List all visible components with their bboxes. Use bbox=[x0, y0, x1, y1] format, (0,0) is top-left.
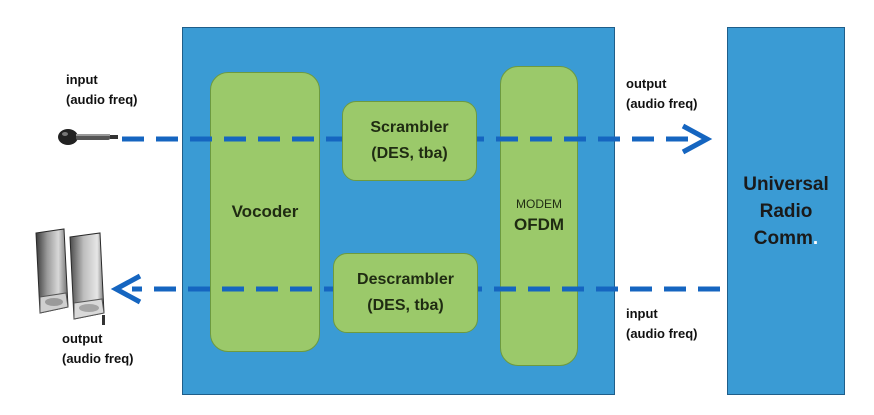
radio-label-dot: . bbox=[812, 227, 819, 249]
microphone-icon bbox=[58, 129, 118, 145]
descrambler-block: Descrambler (DES, tba) bbox=[333, 253, 478, 333]
output-bottom-label: output (audio freq) bbox=[62, 329, 134, 369]
input-bottom-label-line1: input bbox=[626, 306, 658, 321]
radio-label-line2: Radio bbox=[759, 200, 813, 222]
input-top-label-line2: (audio freq) bbox=[66, 92, 138, 107]
scrambler-label: Scrambler bbox=[370, 119, 449, 136]
radio-label: Universal Radio Comm. bbox=[743, 171, 829, 252]
output-top-label-line1: output bbox=[626, 76, 667, 91]
top-arrowhead bbox=[681, 123, 713, 155]
input-bottom-label-line2: (audio freq) bbox=[626, 326, 698, 341]
ofdm-label: OFDM bbox=[513, 215, 565, 234]
radio-label-line1: Universal bbox=[743, 173, 829, 195]
input-top-label-line1: input bbox=[66, 72, 98, 87]
radio-label-line3: Comm bbox=[753, 227, 813, 249]
output-top-label: output (audio freq) bbox=[626, 74, 698, 114]
modem-ofdm-block: MODEM OFDM bbox=[500, 66, 578, 366]
output-bottom-label-line1: output bbox=[62, 331, 103, 346]
output-top-label-line2: (audio freq) bbox=[626, 96, 698, 111]
speakers-icon bbox=[35, 228, 105, 325]
universal-radio-comm-box: Universal Radio Comm. bbox=[727, 27, 845, 395]
scrambler-sublabel: (DES, tba) bbox=[371, 145, 448, 162]
descrambler-label: Descrambler bbox=[357, 271, 454, 288]
vocoder-block: Vocoder bbox=[210, 72, 320, 352]
input-top-label: input (audio freq) bbox=[66, 70, 138, 110]
scrambler-block: Scrambler (DES, tba) bbox=[342, 101, 477, 181]
bottom-arrowhead bbox=[110, 273, 142, 305]
modem-label: MODEM bbox=[516, 197, 562, 211]
descrambler-sublabel: (DES, tba) bbox=[367, 297, 444, 314]
output-bottom-label-line2: (audio freq) bbox=[62, 351, 134, 366]
vocoder-label: Vocoder bbox=[231, 202, 299, 221]
input-bottom-label: input (audio freq) bbox=[626, 304, 698, 344]
